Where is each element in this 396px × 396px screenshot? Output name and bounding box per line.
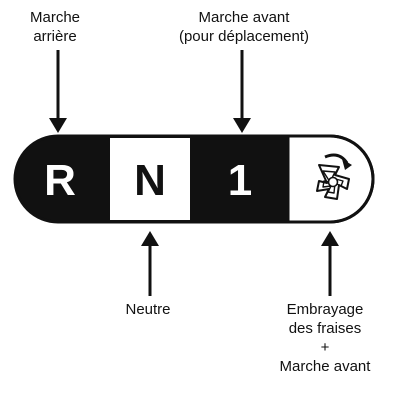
engage-label-line-3: + <box>320 339 330 356</box>
reverse-label-line-2: arrière <box>33 28 77 45</box>
engage-label-line-4: Marche avant <box>279 358 371 375</box>
plate-outline <box>13 134 375 224</box>
position-neutral: N <box>134 156 166 205</box>
position-reverse: R <box>44 156 76 205</box>
neutral-label-line-1: Neutre <box>125 301 171 318</box>
engage-arrow-head <box>321 231 339 246</box>
forward-label-line-2: (pour déplacement) <box>178 28 310 45</box>
reverse-label: Marche arrière <box>14 8 96 46</box>
engage-label-line-1: Embrayage <box>286 301 364 318</box>
forward-label: Marche avant (pour déplacement) <box>152 8 336 46</box>
callout-arrows <box>49 50 339 296</box>
position-first: 1 <box>228 156 252 205</box>
tiller-tines-icon <box>316 153 352 200</box>
reverse-label-line-1: Marche <box>29 9 81 26</box>
forward-arrow-head <box>233 118 251 133</box>
reverse-arrow-head <box>49 118 67 133</box>
engage-label-line-2: des fraises <box>288 320 362 337</box>
engage-label: Embrayage des fraises + Marche avant <box>258 300 392 376</box>
neutral-arrow-head <box>141 231 159 246</box>
shift-plate <box>13 134 375 224</box>
forward-label-line-1: Marche avant <box>198 9 290 26</box>
neutral-slot <box>110 138 190 220</box>
neutral-label: Neutre <box>98 300 198 319</box>
